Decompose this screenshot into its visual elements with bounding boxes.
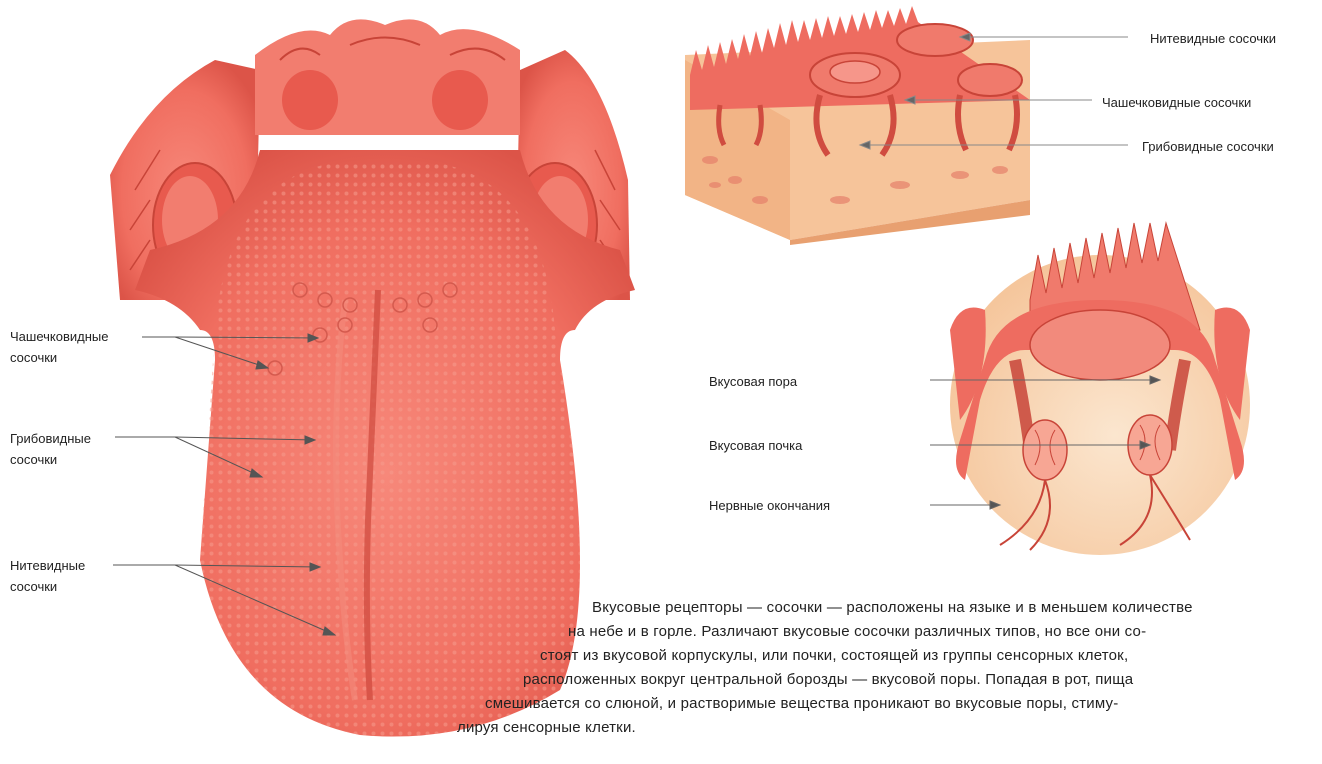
tissue-cross-section	[685, 6, 1030, 245]
left-taste-bud	[1023, 420, 1067, 480]
label-circumvallate-line2: сосочки	[10, 347, 108, 368]
label-circumvallate-line1: Чашечковидные	[10, 326, 108, 347]
caption-line: смешивается со слюной, и растворимые вещ…	[485, 692, 1118, 716]
caption-line: на небе и в горле. Различают вкусовые со…	[568, 620, 1146, 644]
caption-line: стоят из вкусовой корпускулы, или почки,…	[540, 644, 1128, 668]
label-fungiform-line1: Грибовидные	[10, 428, 91, 449]
label-nerve-endings: Нервные окончания	[709, 495, 830, 516]
label-filiform-section: Нитевидные сосочки	[1150, 28, 1276, 49]
tongue-illustration	[110, 19, 635, 736]
label-circumvallate-tongue: Чашечковидные сосочки	[10, 326, 108, 368]
label-taste-bud: Вкусовая почка	[709, 435, 802, 456]
label-circumvallate-section: Чашечковидные сосочки	[1102, 92, 1251, 113]
caption-line: лируя сенсорные клетки.	[457, 716, 636, 740]
label-taste-pore: Вкусовая пора	[709, 371, 797, 392]
label-fungiform-line2: сосочки	[10, 449, 91, 470]
label-filiform-tongue: Нитевидные сосочки	[10, 555, 85, 597]
label-fungiform-tongue: Грибовидные сосочки	[10, 428, 91, 470]
label-fungiform-section: Грибовидные сосочки	[1142, 136, 1274, 157]
caption-line: Вкусовые рецепторы — сосочки — расположе…	[592, 596, 1193, 620]
caption-line: расположенных вокруг центральной борозды…	[523, 668, 1133, 692]
label-filiform-line2: сосочки	[10, 576, 85, 597]
label-filiform-line1: Нитевидные	[10, 555, 85, 576]
